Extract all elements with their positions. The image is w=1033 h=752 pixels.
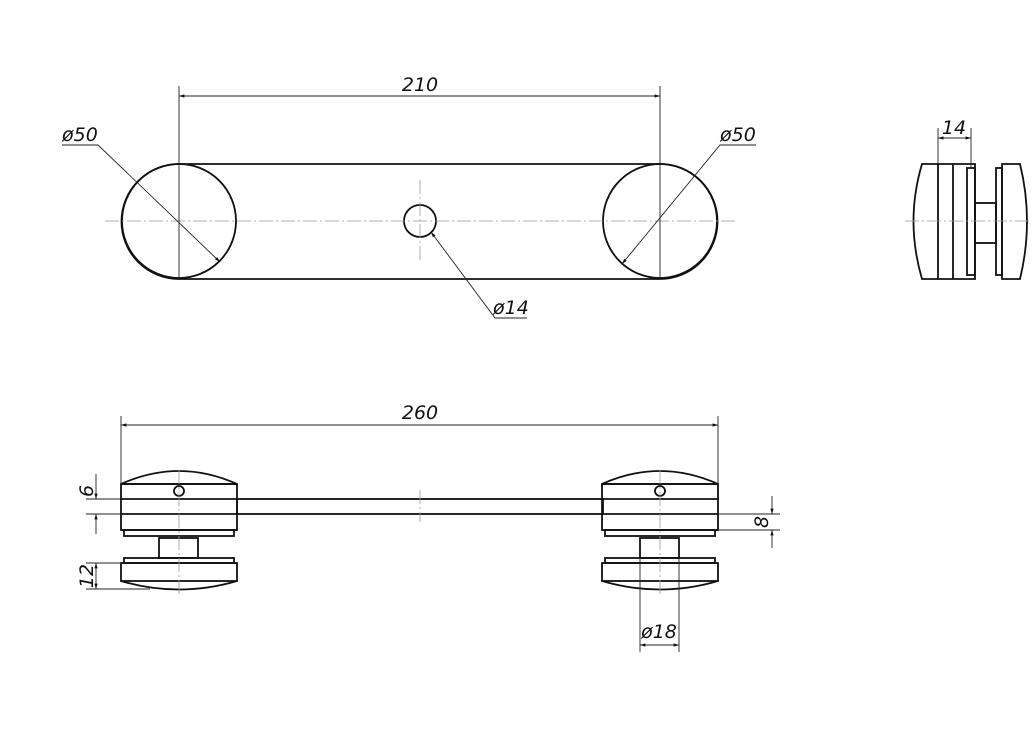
side-view: 14 bbox=[905, 117, 1032, 280]
dim-18-label: ø18 bbox=[640, 621, 677, 643]
dim-260-label: 260 bbox=[402, 402, 438, 424]
dim-12-label: 12 bbox=[76, 564, 98, 588]
left-diameter-leader bbox=[62, 144, 221, 263]
hole-diameter-leader bbox=[430, 231, 527, 319]
right-diameter-leader bbox=[621, 144, 756, 265]
dim-14-label: 14 bbox=[942, 117, 966, 139]
right-diameter-label: ø50 bbox=[719, 124, 756, 146]
fitting-right bbox=[601, 469, 719, 595]
plate-outline bbox=[120, 163, 719, 280]
top-view: 210 ø50 ø50 ø14 bbox=[61, 74, 756, 319]
left-diameter-label: ø50 bbox=[61, 124, 98, 146]
dim-8-label: 8 bbox=[751, 516, 773, 528]
fitting-left bbox=[120, 470, 238, 594]
front-view: 260 6 12 8 ø18 bbox=[76, 402, 780, 652]
hole-diameter-label: ø14 bbox=[492, 297, 529, 319]
dim-210-label: 210 bbox=[402, 74, 438, 96]
dim-6-label: 6 bbox=[76, 485, 98, 497]
